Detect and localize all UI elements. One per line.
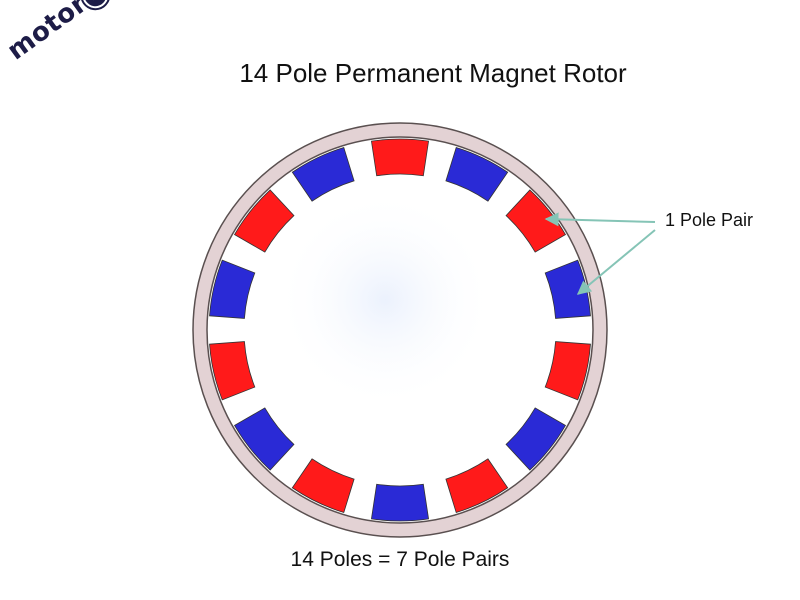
magnet-pole-10 (233, 407, 295, 471)
magnet-pole-6 (505, 407, 567, 471)
magnet-pole-4 (544, 259, 591, 319)
magnet-pole-7 (445, 458, 509, 514)
arrow-to-south-pole (576, 229, 656, 295)
magnet-pole-1 (370, 138, 430, 177)
pole-pair-label: 1 Pole Pair (665, 210, 754, 230)
magnet-pole-12 (209, 259, 256, 319)
magnet-pole-13 (233, 189, 295, 253)
magnet-pole-8 (370, 483, 430, 522)
magnet-pole-14 (291, 146, 355, 202)
diagram-title: 14 Pole Permanent Magnet Rotor (239, 58, 627, 88)
magnet-pole-11 (209, 341, 256, 401)
hub-shading (275, 190, 495, 410)
pole-pair-arrows (544, 212, 656, 295)
magnet-poles (209, 138, 591, 522)
diagram-caption: 14 Poles = 7 Pole Pairs (290, 548, 510, 571)
magnet-pole-5 (544, 341, 591, 401)
magnet-pole-2 (445, 146, 509, 202)
magnet-pole-3 (505, 189, 567, 253)
arrow-to-north-pole (544, 212, 656, 227)
magnet-pole-9 (291, 458, 355, 514)
